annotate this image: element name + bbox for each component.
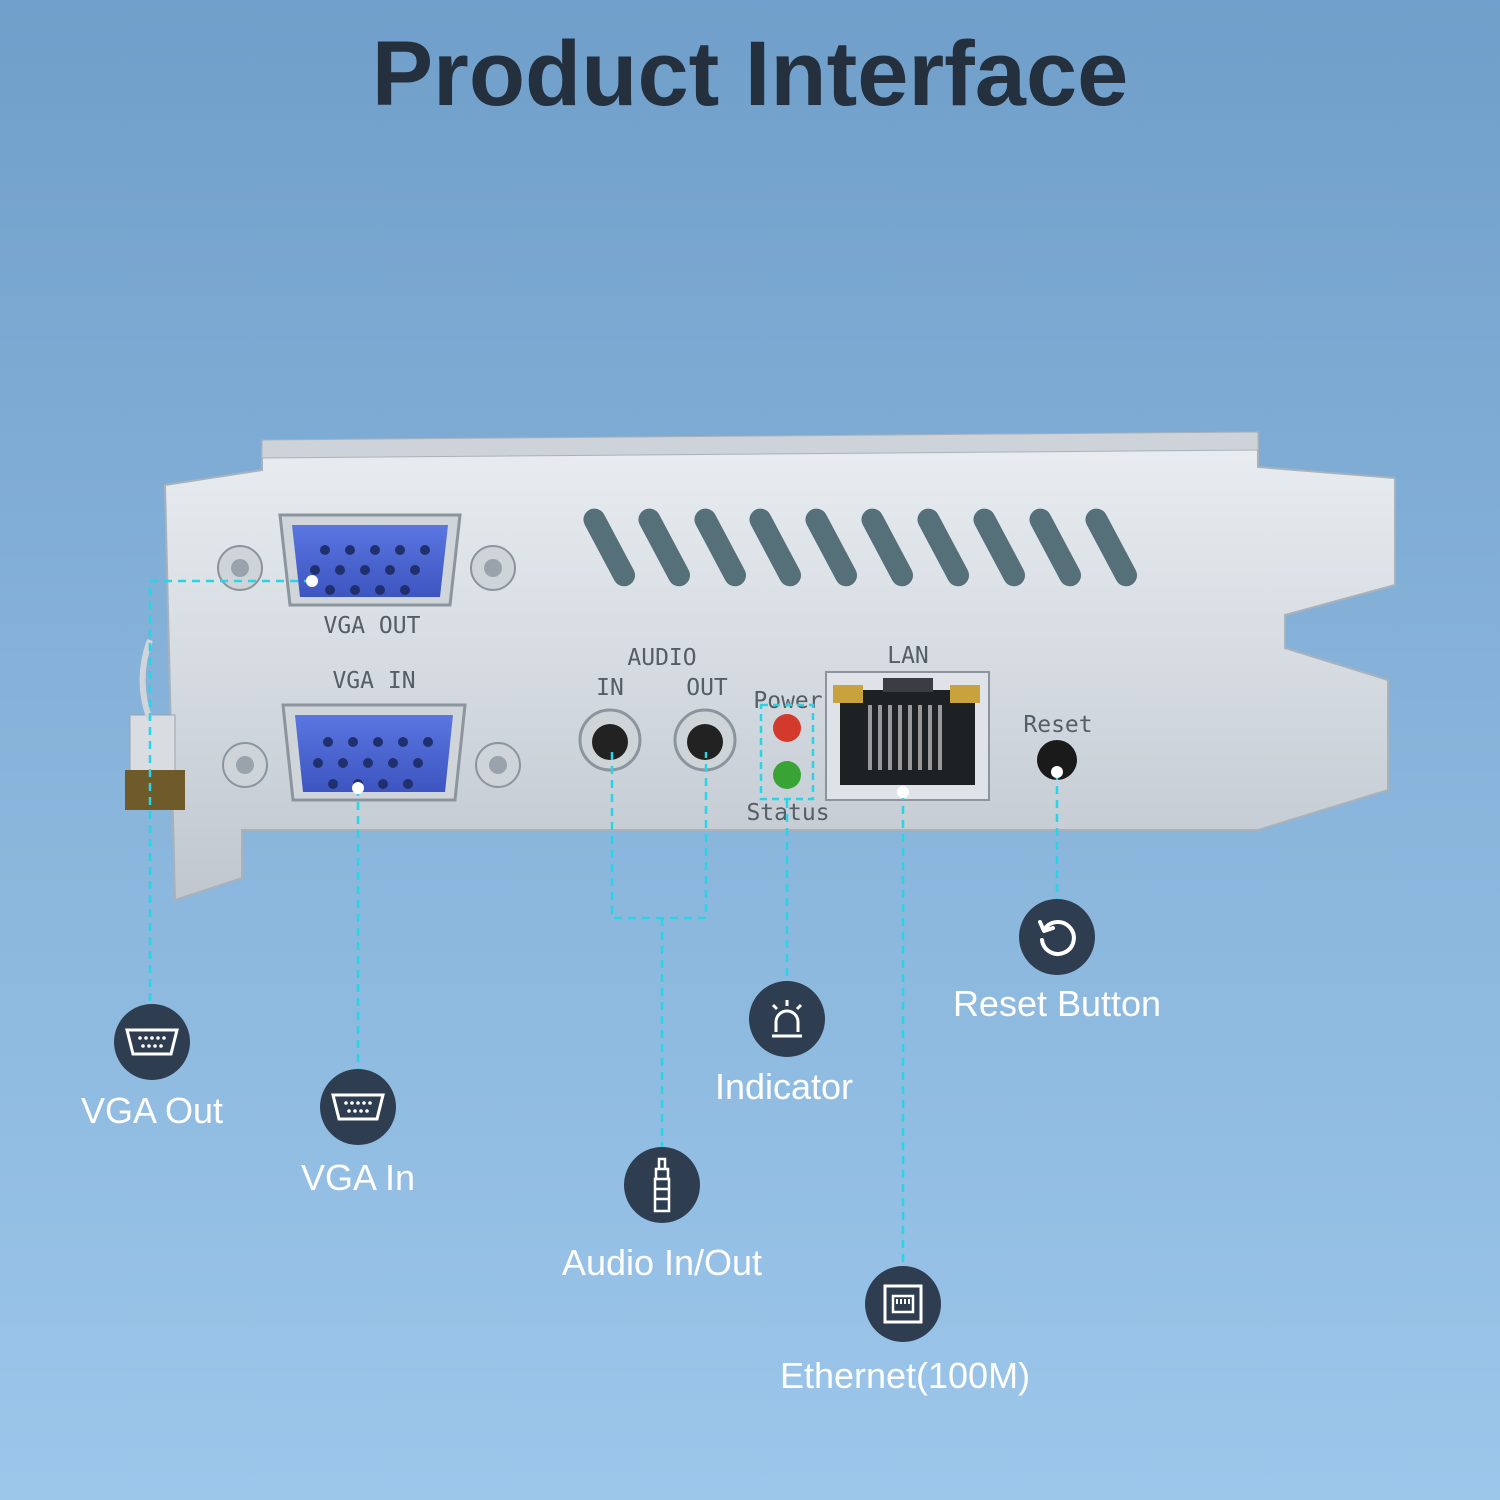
power-led <box>773 714 801 742</box>
vga-out-panel-label: VGA OUT <box>324 613 421 639</box>
indicator-callout-label: Indicator <box>714 1066 854 1107</box>
beacon-light-icon <box>771 1000 803 1038</box>
status-led <box>773 761 801 789</box>
vga-port-icon <box>125 1028 179 1056</box>
reset-panel-label: Reset <box>1023 712 1092 738</box>
audio-callout-label: Audio In/Out <box>561 1242 763 1283</box>
lan-port <box>825 671 990 801</box>
ethernet-callout-icon <box>865 1266 941 1342</box>
reset-hole <box>1037 740 1077 780</box>
reset-callout-icon <box>1019 899 1095 975</box>
vga-port-icon <box>331 1093 385 1121</box>
audio-out-panel-label: OUT <box>686 675 728 701</box>
audio-jack-icon <box>653 1157 671 1213</box>
audio-callout-icon <box>624 1147 700 1223</box>
vga-in-panel-label: VGA IN <box>332 668 415 694</box>
leader-lines <box>148 579 1059 1268</box>
vga-in-callout-label: VGA In <box>300 1157 416 1198</box>
indicator-callout-icon <box>749 981 825 1057</box>
vga-in-port <box>222 703 521 802</box>
ethernet-callout-label: Ethernet(100M) <box>779 1355 1031 1396</box>
vga-out-callout-icon <box>114 1004 190 1080</box>
lan-panel-label: LAN <box>887 643 929 669</box>
audio-in-jack <box>578 708 642 772</box>
power-panel-label: Power <box>753 688 822 714</box>
ethernet-port-icon <box>883 1284 923 1324</box>
audio-panel-label: AUDIO <box>627 645 696 671</box>
pci-bracket <box>125 431 1396 902</box>
vga-out-callout-label: VGA Out <box>80 1090 224 1131</box>
vga-out-port <box>217 513 516 607</box>
vent-slots <box>583 508 1138 587</box>
audio-out-jack <box>673 708 737 772</box>
reset-icon <box>1038 919 1076 956</box>
reset-callout-label: Reset Button <box>952 983 1162 1024</box>
vga-in-callout-icon <box>320 1069 396 1145</box>
audio-in-panel-label: IN <box>596 675 624 701</box>
page-title: Product Interface <box>371 23 1129 125</box>
